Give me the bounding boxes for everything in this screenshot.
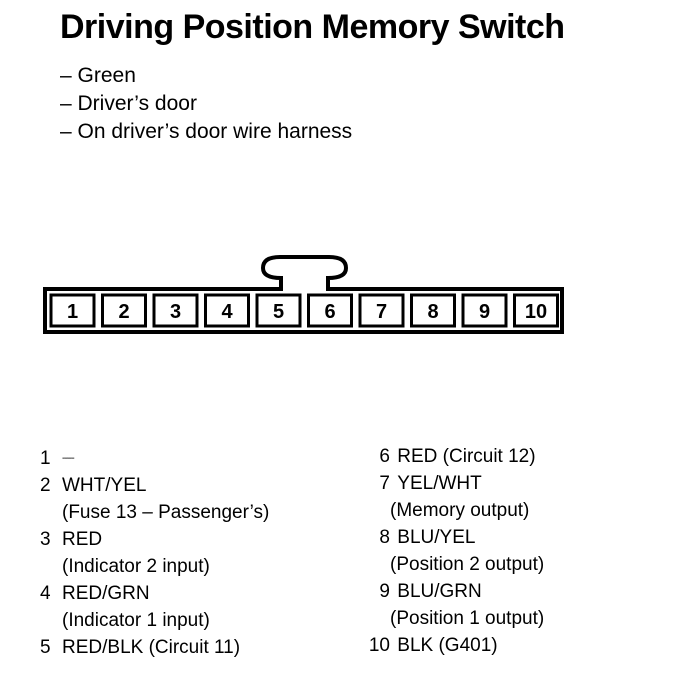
pin-label-1: 1 [67,301,78,323]
pin-cavity-3 [152,293,199,328]
pin-description: (Memory output) [390,500,530,521]
pin-entry-9: 9 BLU/GRN (Position 1 output) [358,578,544,632]
note-location: – Driver’s door [60,92,197,115]
pin-label-10: 10 [525,301,547,323]
pin-entry-4: 4 RED/GRN (Indicator 1 input) [40,580,269,634]
pin-legend-right: 6 RED (Circuit 12) 7 YEL/WHT (Memory out… [358,443,544,659]
pin-number: 4 [40,583,51,605]
pin-wire: BLU/GRN [397,581,482,602]
page-title: Driving Position Memory Switch [60,8,565,46]
pin-number: 3 [40,529,51,551]
pin-wire: BLK (G401) [397,635,498,656]
pin-cavity-4 [204,293,250,328]
pin-cavity-8 [410,293,456,328]
pin-entry-8: 8 BLU/YEL (Position 2 output) [358,524,544,578]
pin-wire: RED/GRN [62,583,150,605]
pin-cavity-7 [358,293,405,328]
pin-description: (Indicator 2 input) [62,556,210,578]
note-harness: – On driver’s door wire harness [60,120,353,143]
pin-entry-6: 6 RED (Circuit 12) [358,443,544,470]
pin-wire: RED (Circuit 12) [397,446,536,467]
pin-cavity-1 [49,293,96,328]
pin-entry-10: 10 BLK (G401) [358,632,544,659]
pin-wire: BLU/YEL [397,527,476,548]
pin-label-4: 4 [221,301,233,323]
pin-entry-1: 1 ----- [40,445,269,472]
pin-description: (Indicator 1 input) [62,610,210,632]
pin-description: (Fuse 13 – Passenger’s) [62,502,270,524]
pin-cavity-9 [461,293,508,328]
pin-number: 10 [368,635,390,656]
pin-cavity-10 [513,293,559,328]
pin-number: 6 [379,446,390,467]
pin-number: 8 [379,527,390,548]
pin-entry-2: 2 WHT/YEL (Fuse 13 – Passenger’s) [40,472,269,526]
pin-label-7: 7 [376,301,387,323]
pin-number: 1 [40,448,51,469]
note-color: – Green [60,64,136,87]
pin-label-6: 6 [324,301,335,323]
pin-entry-3: 3 RED (Indicator 2 input) [40,526,269,580]
pin-label-8: 8 [427,301,438,323]
pin-description: (Position 2 output) [390,554,545,575]
pin-description: (Position 1 output) [390,608,545,629]
pin-wire: RED/BLK (Circuit 11) [62,637,241,659]
pin-wire: ----- [62,453,75,465]
pin-wire: YEL/WHT [397,473,482,494]
connector-notes: – Green – Driver’s door – On driver’s do… [60,62,352,146]
pin-cavity-5 [255,293,302,328]
pin-label-9: 9 [479,301,490,323]
pin-label-3: 3 [170,301,181,323]
connector-lock-tab [260,255,349,289]
pin-number: 2 [40,475,51,497]
pin-number: 9 [379,581,390,602]
pin-number: 5 [40,637,51,659]
pin-cavity-6 [307,293,353,328]
pin-wire: WHT/YEL [62,475,147,497]
pin-number: 7 [379,473,390,494]
pin-wire: RED [62,529,103,551]
pin-label-2: 2 [118,301,129,323]
pin-label-5: 5 [273,301,284,323]
pin-entry-5: 5 RED/BLK (Circuit 11) [40,634,269,661]
pin-cavity-2 [101,293,147,328]
pin-entry-7: 7 YEL/WHT (Memory output) [358,470,544,524]
